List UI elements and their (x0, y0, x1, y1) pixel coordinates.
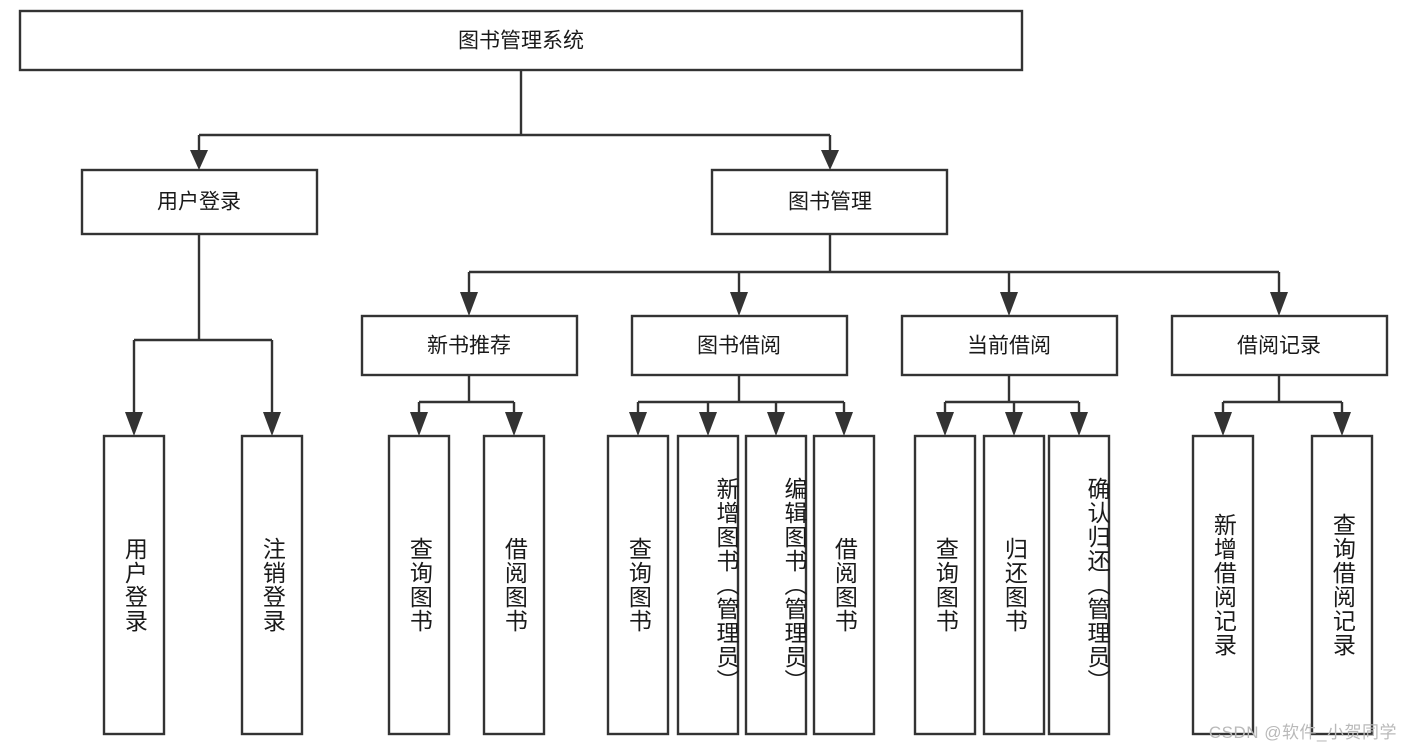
label-new-book-recommend: 新书推荐 (427, 335, 511, 358)
arrow-newbook-leaf-1 (410, 412, 428, 436)
node-labels: 图书管理系统 用户登录 图书管理 新书推荐 图书借阅 当前借阅 借阅记录 (157, 30, 1321, 358)
leaf-box-borrow-record-2[interactable] (1310, 434, 1374, 736)
arrow-bookmgmt-to-current (1000, 292, 1018, 316)
leaf-box-new-book-1[interactable] (387, 434, 451, 736)
arrow-root-to-book-mgmt (821, 150, 839, 170)
arrow-borrow-leaf-4 (835, 412, 853, 436)
leaf-box-current-borrow-1[interactable] (913, 434, 977, 736)
arrow-borrow-leaf-1 (629, 412, 647, 436)
node-current-borrow[interactable] (900, 314, 1119, 377)
label-book-management: 图书管理 (788, 191, 872, 214)
arrow-bookmgmt-to-newbook (460, 292, 478, 316)
arrow-current-leaf-2 (1005, 412, 1023, 436)
arrow-userlogin-leaf-1 (125, 412, 143, 436)
leaf-box-current-borrow-3[interactable] (1047, 434, 1111, 736)
leaf-box-user-login-2[interactable] (240, 434, 304, 736)
leaf-box-book-borrow-2[interactable] (676, 434, 740, 736)
leaf-box-borrow-record-1[interactable] (1191, 434, 1255, 736)
arrow-record-leaf-1 (1214, 412, 1232, 436)
node-book-borrow[interactable] (630, 314, 849, 377)
arrow-bookmgmt-to-record (1270, 292, 1288, 316)
node-user-login[interactable] (80, 168, 319, 236)
arrow-current-leaf-1 (936, 412, 954, 436)
leaf-box-book-borrow-3[interactable] (744, 434, 808, 736)
arrow-root-to-user-login (190, 150, 208, 170)
arrow-bookmgmt-to-borrow (730, 292, 748, 316)
leaf-box-book-borrow-4[interactable] (812, 434, 876, 736)
leaf-box-new-book-2[interactable] (482, 434, 546, 736)
label-current-borrow: 当前借阅 (967, 335, 1051, 358)
node-new-book-recommend[interactable] (360, 314, 579, 377)
leaf-box-current-borrow-2[interactable] (982, 434, 1046, 736)
node-root[interactable] (18, 9, 1024, 72)
label-book-borrow: 图书借阅 (697, 335, 781, 358)
arrow-newbook-leaf-2 (505, 412, 523, 436)
watermark-text: CSDN @软件_小贺同学 (1208, 723, 1397, 742)
arrow-borrow-leaf-2 (699, 412, 717, 436)
arrow-borrow-leaf-3 (767, 412, 785, 436)
arrow-userlogin-leaf-2 (263, 412, 281, 436)
leaf-box-user-login-1[interactable] (102, 434, 166, 736)
arrow-record-leaf-2 (1333, 412, 1351, 436)
leaf-box-book-borrow-1[interactable] (606, 434, 670, 736)
arrow-current-leaf-3 (1070, 412, 1088, 436)
connectors (125, 70, 1351, 436)
node-book-management[interactable] (710, 168, 949, 236)
label-user-login: 用户登录 (157, 191, 241, 214)
node-boxes (18, 9, 1389, 736)
label-root: 图书管理系统 (458, 30, 584, 53)
node-borrow-record[interactable] (1170, 314, 1389, 377)
label-borrow-record: 借阅记录 (1237, 335, 1321, 358)
